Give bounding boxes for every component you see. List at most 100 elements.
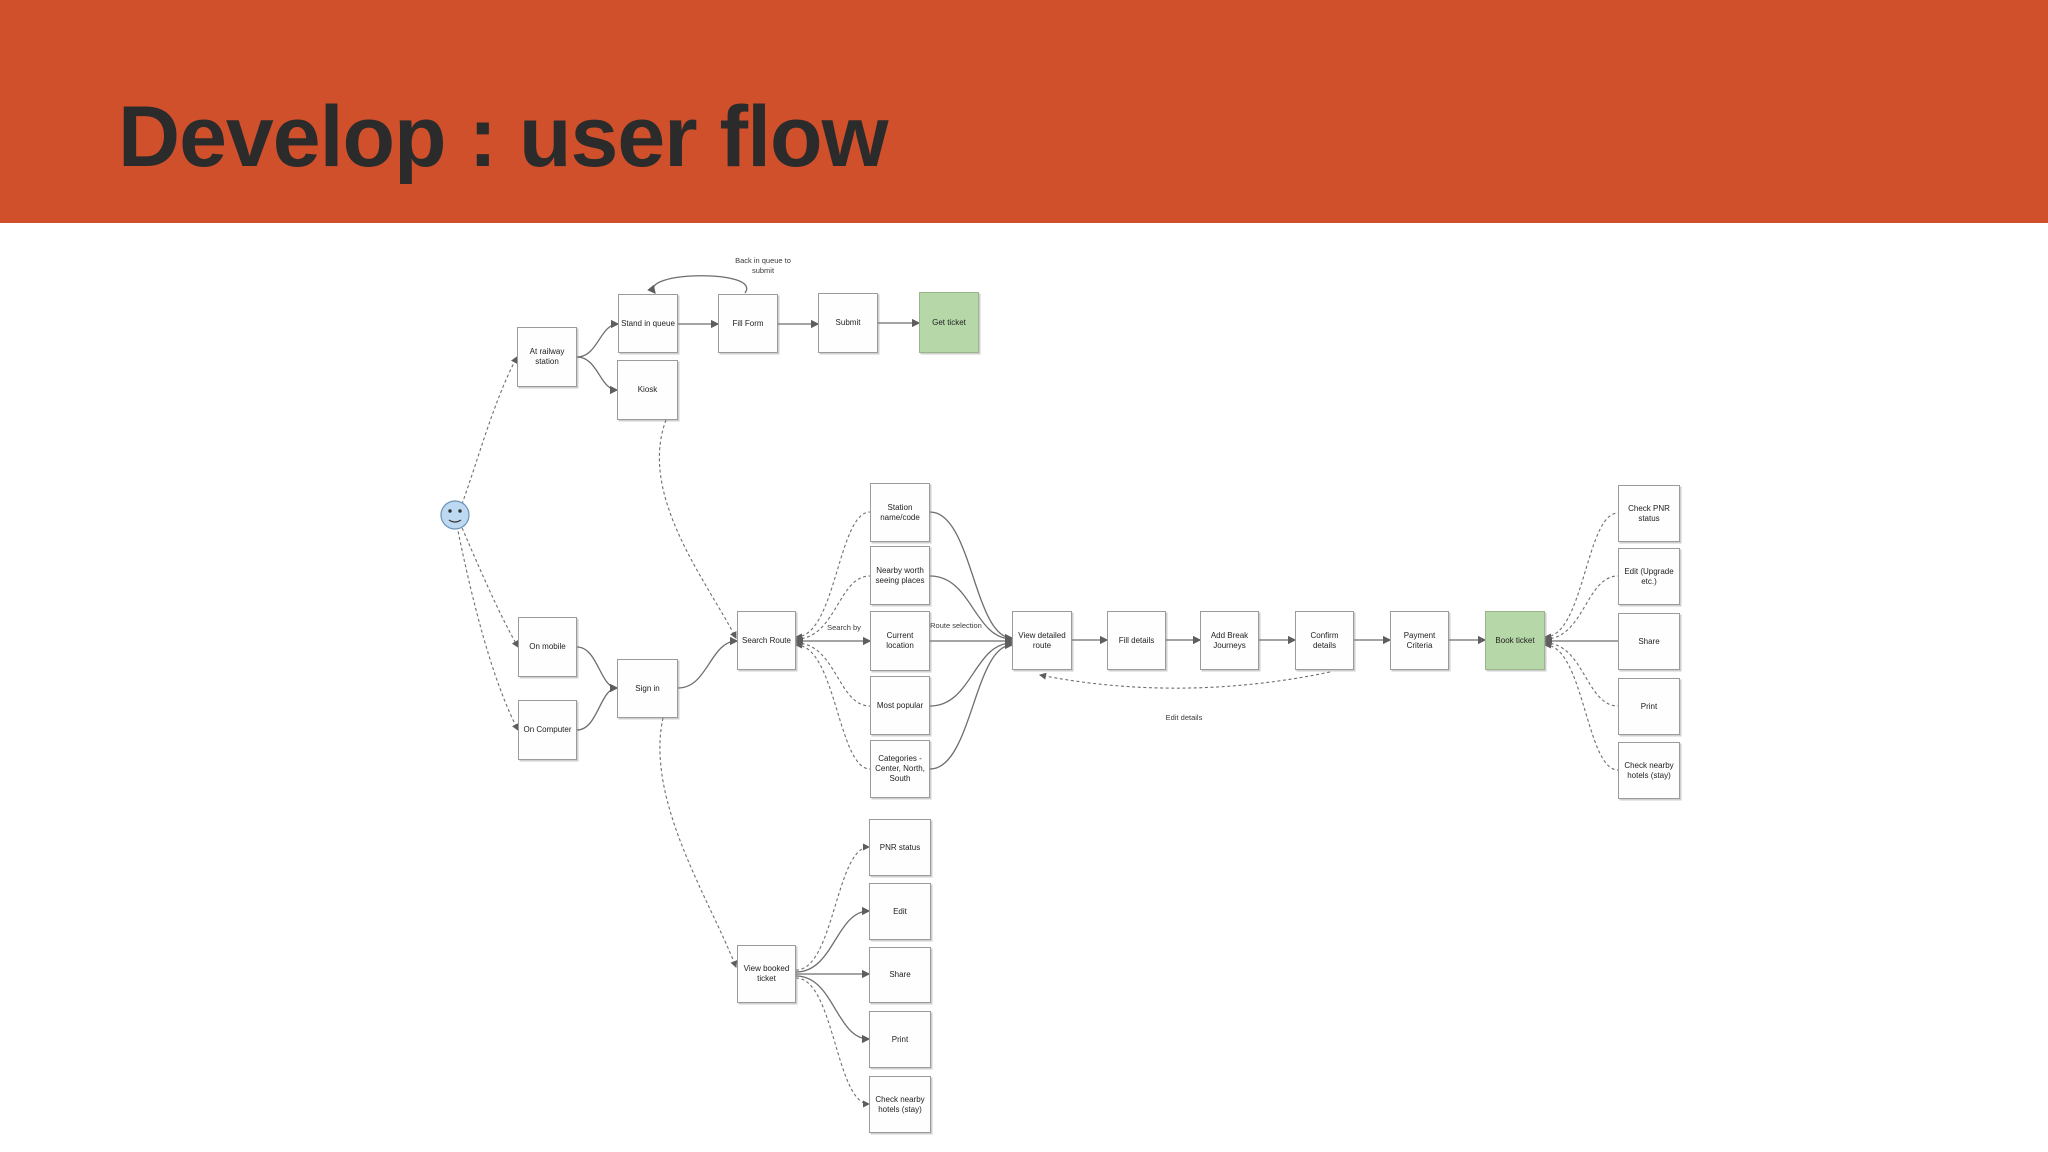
flow-node-fill-details: Fill details — [1107, 611, 1166, 670]
flow-connector — [1038, 671, 1331, 689]
flow-node-label: Check PNR status — [1628, 503, 1670, 523]
flow-connector — [794, 575, 871, 643]
flow-node-add-break: Add Break Journeys — [1200, 611, 1259, 670]
flow-node-label: View detailed route — [1018, 630, 1066, 650]
flow-node-label: On mobile — [529, 642, 566, 651]
flow-node-b-share: Share — [869, 947, 931, 1003]
flow-connector — [795, 977, 871, 1108]
flow-node-categories: Categories - Center, North, South — [870, 740, 930, 798]
flow-node-label: On Computer — [523, 725, 572, 734]
flow-annotation: Back in queue to submit — [735, 256, 791, 275]
flow-connector — [576, 683, 619, 731]
flow-node-r-hotels: Check nearby hotels (stay) — [1618, 742, 1680, 799]
flow-node-at-station: At railway station — [517, 327, 577, 387]
flow-connector — [794, 511, 871, 641]
flow-connector — [647, 275, 748, 294]
flow-connector — [658, 419, 737, 639]
flow-node-confirm-details: Confirm details — [1295, 611, 1354, 670]
flow-node-label: Edit (Upgrade etc.) — [1624, 566, 1674, 586]
flow-node-sign-in: Sign in — [617, 659, 678, 718]
flow-connector — [461, 356, 518, 505]
flow-node-label: Nearby worth seeing places — [875, 565, 925, 585]
flow-node-label: Categories - Center, North, South — [875, 754, 925, 783]
flow-node-label: Sign in — [635, 683, 660, 693]
flow-node-label: Fill details — [1118, 635, 1155, 645]
flow-connector — [795, 906, 871, 973]
flow-node-label: Share — [1638, 636, 1660, 646]
flow-node-b-edit: Edit — [869, 883, 931, 940]
flow-node-label: Check nearby hotels (stay) — [1624, 760, 1674, 780]
flow-node-label: Station name/code — [880, 502, 920, 522]
flow-connector — [929, 638, 1014, 707]
flow-node-view-route: View detailed route — [1012, 611, 1072, 670]
flow-node-label: Fill Form — [732, 318, 764, 328]
flow-node-label: Print — [891, 1034, 909, 1044]
flow-node-label: Get ticket — [932, 317, 966, 327]
flow-node-book-ticket: Book ticket — [1485, 611, 1545, 670]
flow-node-station-code: Station name/code — [870, 483, 930, 542]
flow-node-label: Print — [1640, 701, 1658, 711]
flow-connector — [794, 641, 871, 770]
flow-connector — [576, 646, 619, 693]
flow-connector — [929, 640, 1014, 770]
flow-node-label: Share — [889, 970, 911, 979]
flow-node-nearby-places: Nearby worth seeing places — [870, 546, 930, 605]
flow-node-label: Check nearby hotels (stay) — [875, 1094, 925, 1114]
flow-node-label: Kiosk — [637, 385, 658, 394]
flow-node-label: Payment Criteria — [1403, 630, 1436, 650]
flow-node-label: Edit — [893, 906, 907, 916]
flow-annotation: Route selection — [930, 621, 982, 630]
flow-connector — [659, 717, 738, 968]
flow-connector — [929, 511, 1014, 643]
flow-node-label: Book ticket — [1495, 635, 1535, 645]
slide-title: Develop : user flow — [118, 89, 888, 185]
flow-node-r-print: Print — [1618, 678, 1680, 735]
flow-node-b-pnr: PNR status — [869, 819, 931, 876]
flow-node-view-booked: View booked ticket — [737, 945, 796, 1003]
flow-node-b-hotels: Check nearby hotels (stay) — [869, 1076, 931, 1133]
flow-connector — [677, 636, 739, 689]
flow-connector — [1543, 575, 1619, 643]
flow-node-label: PNR status — [879, 842, 921, 852]
user-icon — [440, 500, 470, 530]
flow-node-kiosk: Kiosk — [617, 360, 678, 420]
flow-node-search-route: Search Route — [737, 611, 796, 670]
flow-node-stand-queue: Stand in queue — [618, 294, 678, 353]
flow-annotation: Search by — [827, 623, 861, 632]
flow-node-label: Confirm details — [1310, 630, 1339, 650]
flow-connector — [1543, 512, 1619, 641]
flow-node-most-popular: Most popular — [870, 676, 930, 735]
flow-connector — [576, 356, 619, 395]
flow-connector — [795, 843, 871, 971]
flow-node-label: Add Break Journeys — [1210, 630, 1249, 650]
flow-connector — [794, 639, 871, 707]
flow-node-r-pnr: Check PNR status — [1618, 485, 1680, 542]
flow-node-submit: Submit — [818, 293, 878, 353]
flow-node-on-mobile: On mobile — [518, 617, 577, 677]
flow-node-fill-form: Fill Form — [718, 294, 778, 353]
flow-node-label: At railway station — [529, 347, 565, 366]
flow-connector — [459, 522, 519, 648]
flow-node-payment-criteria: Payment Criteria — [1390, 611, 1449, 670]
flow-node-b-print: Print — [869, 1011, 931, 1068]
slide-header: Develop : user flow — [0, 0, 2048, 223]
flow-connector — [795, 975, 871, 1044]
flow-node-on-computer: On Computer — [518, 700, 577, 760]
flow-node-r-share: Share — [1618, 613, 1680, 670]
flow-connector — [456, 525, 519, 731]
flow-node-r-edit: Edit (Upgrade etc.) — [1618, 548, 1680, 605]
flow-connector — [1543, 639, 1619, 707]
flow-node-label: Current location — [886, 631, 914, 650]
flow-connectors — [440, 275, 1619, 1108]
flow-node-label: Search Route — [742, 635, 791, 645]
flow-connector — [576, 319, 620, 358]
flow-node-current-location: Current location — [870, 611, 930, 671]
flow-node-label: Submit — [835, 318, 861, 327]
flow-connector — [1543, 641, 1619, 771]
flow-node-label: Stand in queue — [621, 318, 675, 328]
flow-annotation: Edit details — [1165, 713, 1203, 722]
flow-node-label: View booked ticket — [743, 964, 790, 983]
flow-node-label: Most popular — [876, 700, 924, 710]
flow-connector — [929, 575, 1014, 644]
